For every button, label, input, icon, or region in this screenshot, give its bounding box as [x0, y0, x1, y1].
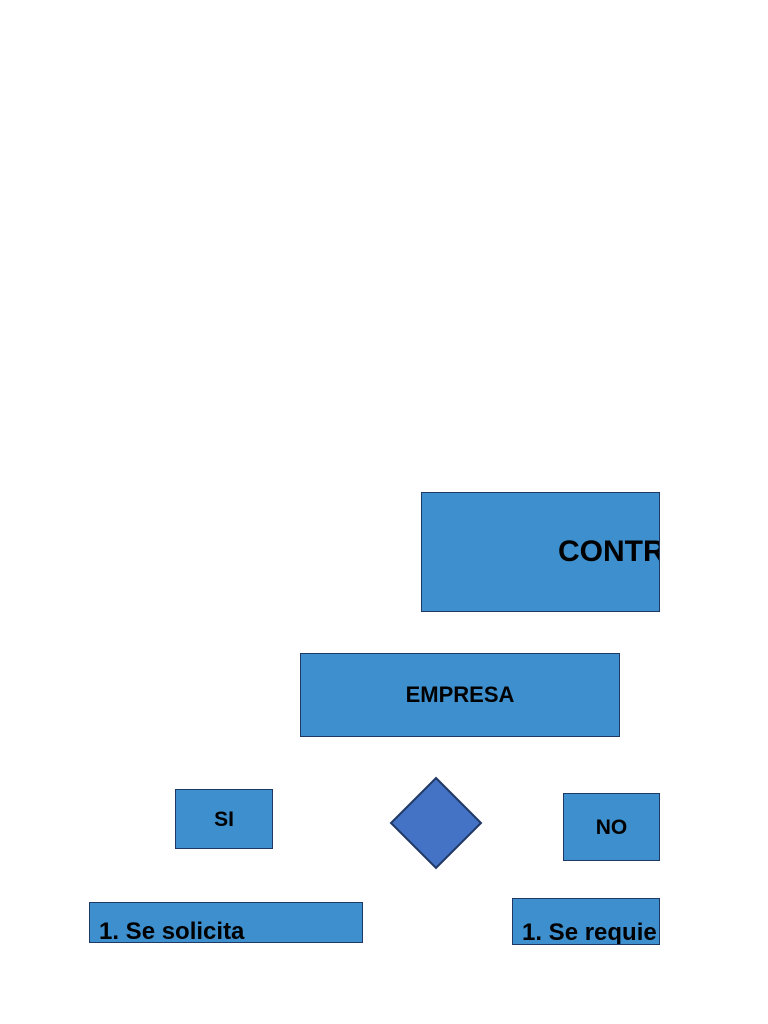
decision-diamond-icon	[389, 776, 483, 870]
process-box-si-label: SI	[214, 807, 234, 831]
process-box-si[interactable]: SI	[175, 789, 273, 849]
process-box-no-label: NO	[595, 815, 628, 839]
decision-diamond[interactable]	[389, 776, 483, 870]
process-box-step-si[interactable]: 1. Se solicita	[89, 902, 363, 943]
process-box-empresa[interactable]: EMPRESA	[300, 653, 620, 737]
process-box-step-no-label: 1. Se requie	[522, 918, 657, 945]
process-box-contratacion-label: CONTR	[558, 535, 660, 568]
process-box-step-si-label: 1. Se solicita	[99, 917, 245, 943]
process-box-step-no[interactable]: 1. Se requie	[512, 898, 660, 945]
process-box-no[interactable]: NO	[563, 793, 660, 861]
process-box-empresa-label: EMPRESA	[405, 682, 515, 707]
process-box-contratacion[interactable]: CONTR	[421, 492, 660, 612]
